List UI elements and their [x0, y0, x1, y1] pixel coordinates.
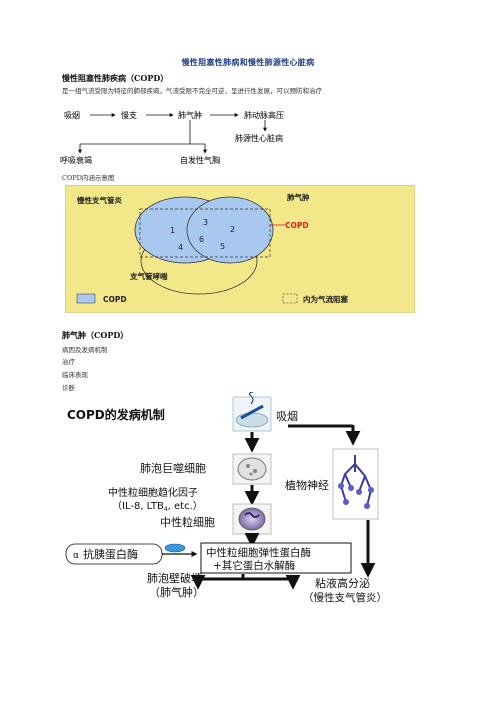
flow-node-emphysema: 肺气肿	[178, 110, 202, 120]
copd-venn-diagram: 慢性支气管炎 肺气肿 COPD 支气管哮喘 1 2 3 4 5 6 COPD 内…	[65, 185, 415, 313]
smoke-icon	[248, 392, 254, 405]
emphysema-outcome-label: （肺气肿）	[149, 585, 204, 599]
flow-node-bronchitis: 慢支	[121, 110, 137, 120]
flow-node-pneumothorax: 自发性气胸	[180, 155, 220, 165]
mucus-label: 粘液高分泌	[315, 576, 370, 590]
macrophage-cell-icon	[237, 457, 267, 481]
topic-item: 临床表现	[62, 371, 88, 379]
obstruction-box	[139, 208, 271, 258]
legend-obstruction-swatch	[282, 293, 298, 304]
region-number: 2	[230, 225, 235, 234]
region-number: 4	[178, 243, 183, 252]
destruction-label: 肺泡壁破坏	[147, 571, 202, 585]
page-title: 慢性阻塞性肺病和慢性肺源性心脏病	[181, 57, 315, 67]
topic-item: 治疗	[62, 358, 75, 366]
copd-definition: 是一组气流受限为特征的肺部疾病，气流受限不完全可逆，呈进行性发展，可以预防和治疗	[62, 87, 322, 95]
antiprotease-icon	[164, 543, 186, 553]
elastase-box	[200, 542, 352, 574]
elastase-label: 中性粒细胞弹性蛋白酶	[206, 546, 311, 559]
protease-label: +其它蛋白水解酶	[213, 559, 296, 572]
flow-node-cor-pulmonale: 肺源性心脏病	[235, 133, 283, 143]
copd-heading: 慢性阻塞性肺疾病（COPD）	[62, 73, 169, 83]
legend-obstruction-label: 内为气流阻塞	[303, 294, 348, 304]
neutrophil-label: 中性粒细胞	[160, 515, 215, 529]
topic-item: 诊断	[62, 384, 75, 392]
flow-node-respiratory-failure: 呼吸衰竭	[60, 155, 92, 165]
region-number: 5	[220, 242, 225, 251]
vagus-label: 植物神经	[285, 478, 329, 492]
flow-node-smoking: 吸烟	[64, 111, 80, 120]
copd-mechanism-diagram: COPD的发病机制 吸烟 肺泡巨噬细胞 植物神经 中性粒细胞趋化因子 （IL-8…	[65, 392, 387, 604]
copd-flow-diagram: 吸烟 慢支 肺气肿 肺动脉高压 肺源性心脏病 呼吸衰竭 自发性气胸	[60, 110, 284, 165]
cigarette-icon	[240, 404, 264, 420]
topic-item: 病因及发病机制	[62, 346, 108, 354]
emphysema-heading: 肺气肿（COPD）	[62, 330, 129, 340]
venn-caption: COPD内涵示意图	[62, 174, 115, 182]
macrophage-label: 肺泡巨噬细胞	[140, 461, 206, 475]
smoking-label: 吸烟	[276, 409, 298, 423]
chemotactic-examples: （IL-8, LTB4, etc.）	[112, 500, 203, 513]
emphysema-circle	[186, 196, 274, 264]
chemotactic-label: 中性粒细胞趋化因子	[108, 486, 198, 499]
antiprotease-prefix: α	[73, 551, 79, 561]
region-number: 3	[203, 218, 208, 227]
label-asthma: 支气管哮喘	[129, 271, 168, 281]
mechanism-title: COPD的发病机制	[67, 407, 165, 422]
neutrophil-cell-icon	[238, 507, 266, 531]
legend-copd-label: COPD	[103, 295, 127, 304]
bronchitis-outcome-label: （慢性支气管炎）	[303, 591, 387, 604]
region-number: 1	[170, 226, 175, 235]
ashtray-icon	[235, 412, 269, 428]
antiprotease-label: 抗胰蛋白酶	[83, 547, 138, 561]
region-number: 6	[199, 235, 204, 244]
bronchial-tree-icon	[340, 455, 372, 507]
label-bronchitis: 慢性支气管炎	[77, 195, 122, 205]
label-copd: COPD	[285, 221, 309, 230]
label-emphysema: 肺气肿	[287, 192, 310, 202]
legend-copd-swatch	[76, 293, 96, 304]
flow-node-pulmonary-hypertension: 肺动脉高压	[244, 110, 284, 120]
